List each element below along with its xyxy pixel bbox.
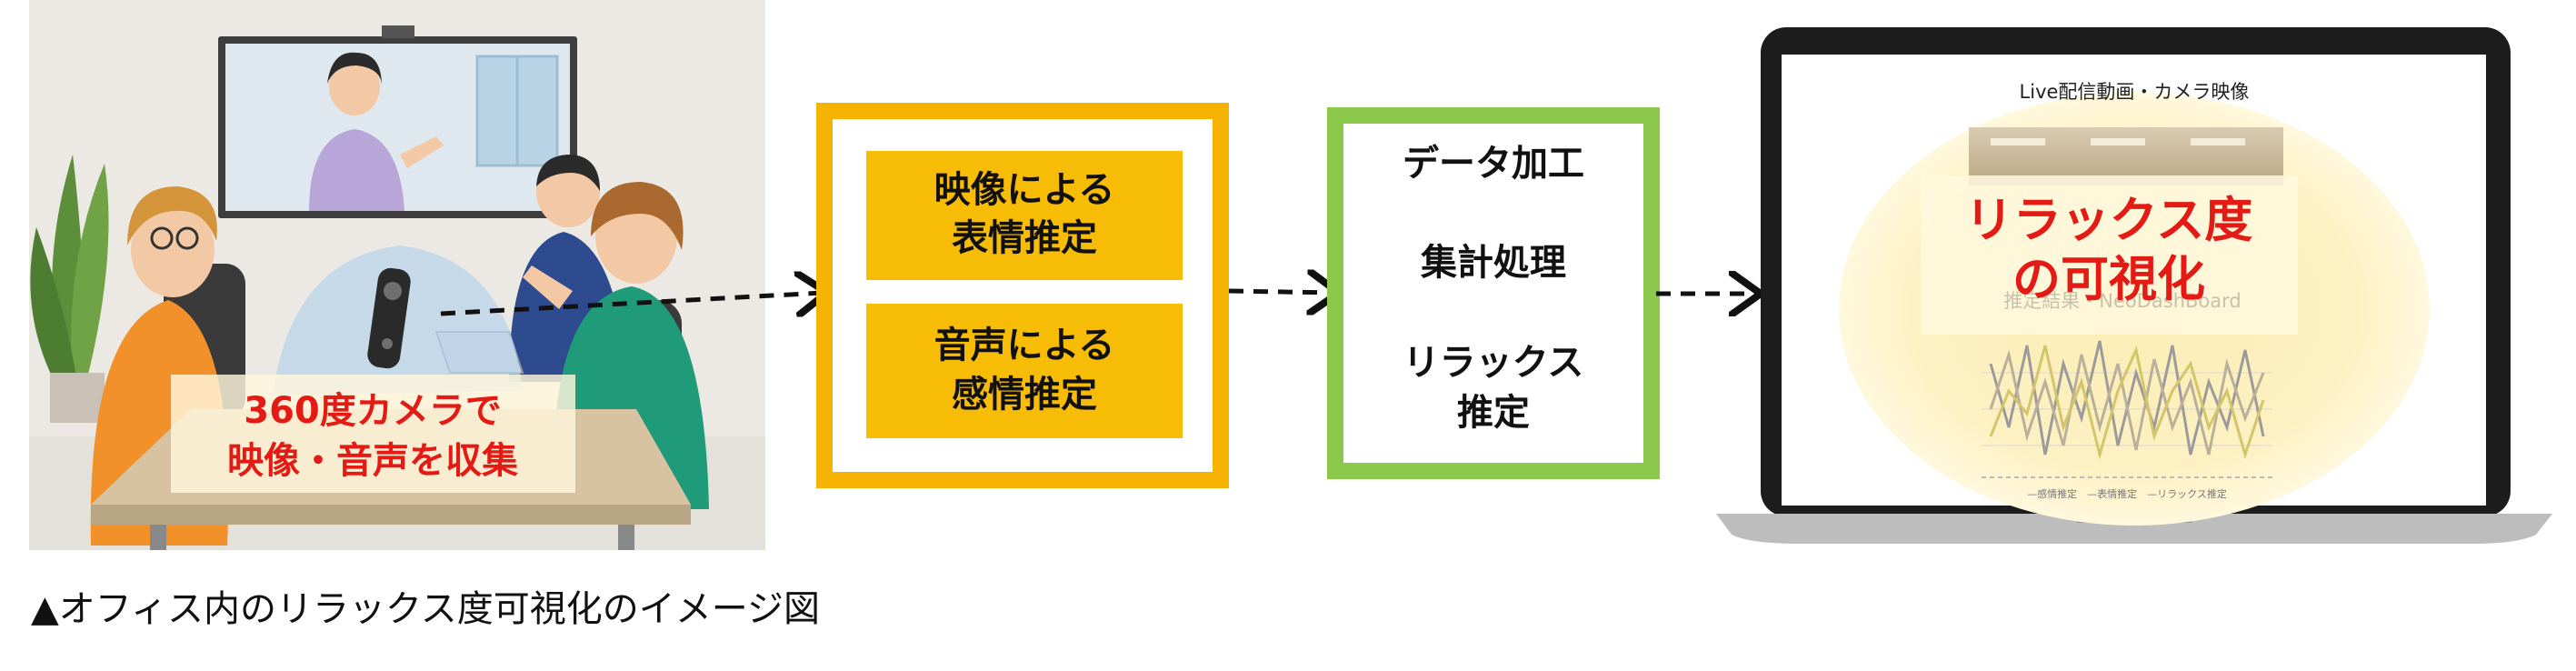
processing-step-aggregate: 集計処理 — [1420, 242, 1566, 284]
screen-title: Live配信動画・カメラ映像 — [2020, 81, 2250, 103]
processing-frame — [1327, 107, 1660, 479]
processing-step-relax-line2: 推定 — [1457, 392, 1530, 434]
expression-estimation-box — [866, 151, 1183, 280]
scene-label-box — [171, 375, 575, 493]
wall-monitor — [218, 25, 577, 218]
arrow-analysis-to-processing — [1228, 291, 1334, 293]
processing-step-data: データ加工 — [1403, 143, 1584, 185]
expression-estimation-line2: 表情推定 — [952, 217, 1097, 259]
chart-legend: —感情推定 —表情推定 —リラックス推定 — [2027, 487, 2227, 500]
emotion-estimation-line2: 感情推定 — [952, 374, 1097, 416]
analysis-panel — [816, 103, 1229, 488]
chart-caption: 推定結果・NeoDashBoard — [2003, 290, 2242, 312]
office-scene-illustration — [29, 0, 765, 550]
scene-label-line2: 映像・音声を収集 — [227, 440, 518, 482]
emotion-estimation-box — [866, 304, 1183, 438]
processing-step-relax-line1: リラックス — [1403, 342, 1584, 384]
camera-360 — [273, 245, 523, 396]
emotion-estimation-line1: 音声による — [934, 325, 1115, 366]
chart-line-relax — [1989, 345, 2265, 460]
chart-plot-area — [1982, 340, 2272, 478]
scene-label-line1: 360度カメラで — [244, 390, 502, 432]
laptop-base — [1716, 514, 2552, 544]
expression-estimation-line1: 映像による — [934, 169, 1115, 211]
potted-plant — [30, 155, 109, 423]
remote-presenter — [329, 57, 380, 115]
overlay-title-line1: リラックス度 — [1965, 193, 2252, 248]
figure-caption: ▲オフィス内のリラックス度可視化のイメージ図 — [31, 588, 820, 630]
laptop-display — [1716, 27, 2552, 544]
overlay-label-box — [1921, 175, 2298, 335]
overlay-title-line2: の可視化 — [2012, 252, 2205, 307]
